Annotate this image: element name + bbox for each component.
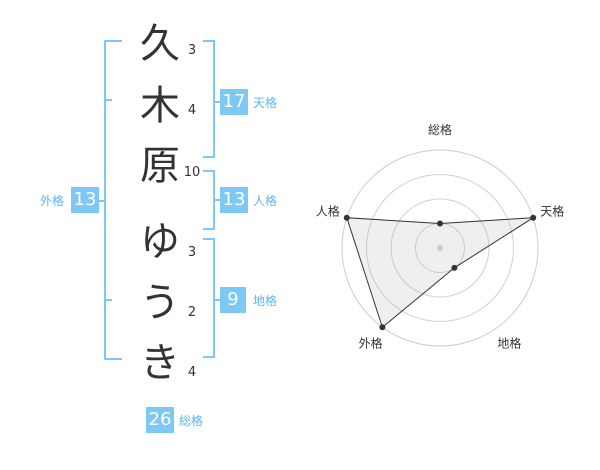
radar-axis-label: 地格 (497, 336, 521, 351)
tenkaku-value-badge: 17 (220, 89, 248, 115)
gaikaku-bracket (104, 40, 122, 360)
chikaku-connector (215, 299, 220, 301)
gaikaku-label: 外格 (40, 194, 65, 208)
radar-grid-ring (390, 198, 490, 298)
chikaku-value-badge: 9 (220, 287, 246, 313)
radar-axis-label: 人格 (316, 204, 340, 219)
radar-data-point (437, 220, 443, 227)
gaikaku-bracket-tick (106, 99, 112, 101)
tenkaku-label: 天格 (253, 96, 278, 110)
stroke-count-3: 10 (183, 165, 201, 180)
radar-center-dot (437, 245, 443, 251)
radar-data-point (451, 264, 458, 271)
tenkaku-connector (215, 101, 220, 103)
radar-series-area (346, 217, 534, 329)
radar-axis-label: 天格 (540, 204, 564, 219)
tenkaku-bracket (203, 40, 215, 158)
stroke-count-1: 3 (187, 43, 197, 58)
name-char-2: 木 (140, 83, 180, 129)
radar-axis-label: 総格 (428, 122, 452, 137)
stroke-count-5: 2 (187, 305, 197, 320)
soukaku-label: 総格 (179, 414, 204, 428)
stroke-count-2: 4 (187, 103, 197, 118)
name-char-3: 原 (140, 143, 180, 189)
name-char-5: う (140, 280, 180, 326)
chikaku-label: 地格 (253, 294, 278, 308)
chikaku-bracket (203, 238, 215, 358)
radar-axis-label: 外格 (359, 336, 383, 351)
radar-data-point (379, 324, 386, 331)
gaikaku-value-badge: 13 (71, 187, 99, 213)
jinkaku-bracket (203, 170, 215, 230)
radar-data-point (530, 214, 537, 221)
radar-data-point (343, 214, 350, 221)
jinkaku-connector (215, 199, 220, 201)
gaikaku-connector (99, 200, 104, 202)
jinkaku-label: 人格 (253, 194, 278, 208)
soukaku-value-badge: 26 (146, 407, 174, 433)
name-char-1: 久 (140, 21, 180, 67)
jinkaku-value-badge: 13 (220, 187, 248, 213)
name-char-6: き (140, 340, 180, 386)
name-char-4: ゆ (140, 219, 180, 265)
radar-grid-ring (366, 174, 514, 322)
stroke-count-4: 3 (187, 245, 197, 260)
gaikaku-bracket-tick (106, 299, 112, 301)
stroke-count-6: 4 (187, 365, 197, 380)
